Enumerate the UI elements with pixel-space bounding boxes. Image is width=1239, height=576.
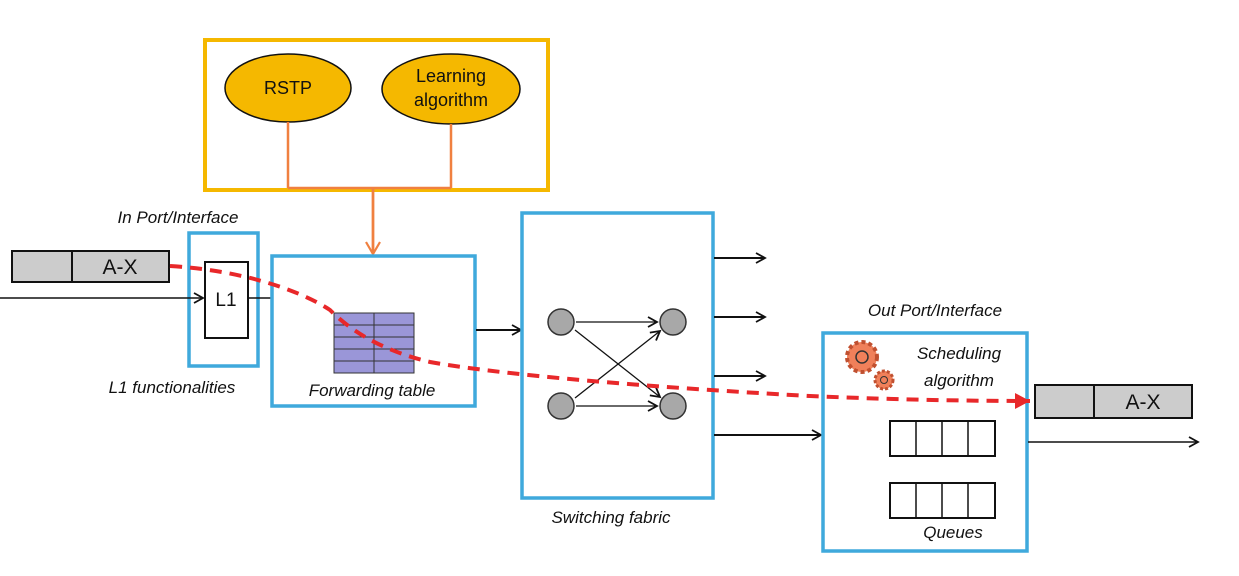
- in-port: In Port/Interface L1 L1 functionalities: [109, 208, 260, 397]
- learning-label-line2: algorithm: [414, 90, 488, 110]
- forwarding-table-caption: Forwarding table: [309, 381, 436, 400]
- switching-fabric-box: [520, 211, 715, 500]
- scheduling-label-line1: Scheduling: [917, 344, 1002, 363]
- in-port-title: In Port/Interface: [118, 208, 239, 227]
- fabric-node-out-top: [659, 308, 687, 336]
- frame-path-dashed: [169, 264, 1031, 409]
- forwarding-table-module: Forwarding table: [270, 254, 477, 408]
- scheduling-label-line2: algorithm: [924, 371, 994, 390]
- queues-label: Queues: [923, 523, 983, 542]
- out-port-title: Out Port/Interface: [868, 301, 1002, 320]
- learning-algorithm-oval: [381, 53, 521, 125]
- outgoing-frame-label: A-X: [1125, 391, 1160, 414]
- fabric-node-out-bottom: [659, 392, 687, 420]
- incoming-frame-label: A-X: [102, 256, 137, 279]
- control-connector: [286, 122, 453, 252]
- fabric-output-arrows: [714, 252, 823, 441]
- l1-functionalities-caption: L1 functionalities: [109, 378, 236, 397]
- learning-label-line1: Learning: [416, 66, 486, 86]
- outgoing-frame: A-X: [1034, 384, 1193, 419]
- control-plane-box: RSTP Learning algorithm: [203, 38, 550, 257]
- fabric-node-in-bottom: [547, 392, 575, 420]
- fabric-node-in-top: [547, 308, 575, 336]
- gear-icon: [845, 340, 895, 391]
- incoming-frame: A-X: [11, 250, 170, 283]
- queue-bottom: [889, 482, 996, 519]
- rstp-label: RSTP: [264, 78, 312, 98]
- out-port: Out Port/Interface Scheduling algorithm …: [821, 301, 1029, 553]
- switching-fabric-module: Switching fabric: [520, 211, 715, 527]
- switching-fabric-caption: Switching fabric: [551, 508, 671, 527]
- l1-label: L1: [215, 290, 236, 311]
- queue-top: [889, 420, 996, 457]
